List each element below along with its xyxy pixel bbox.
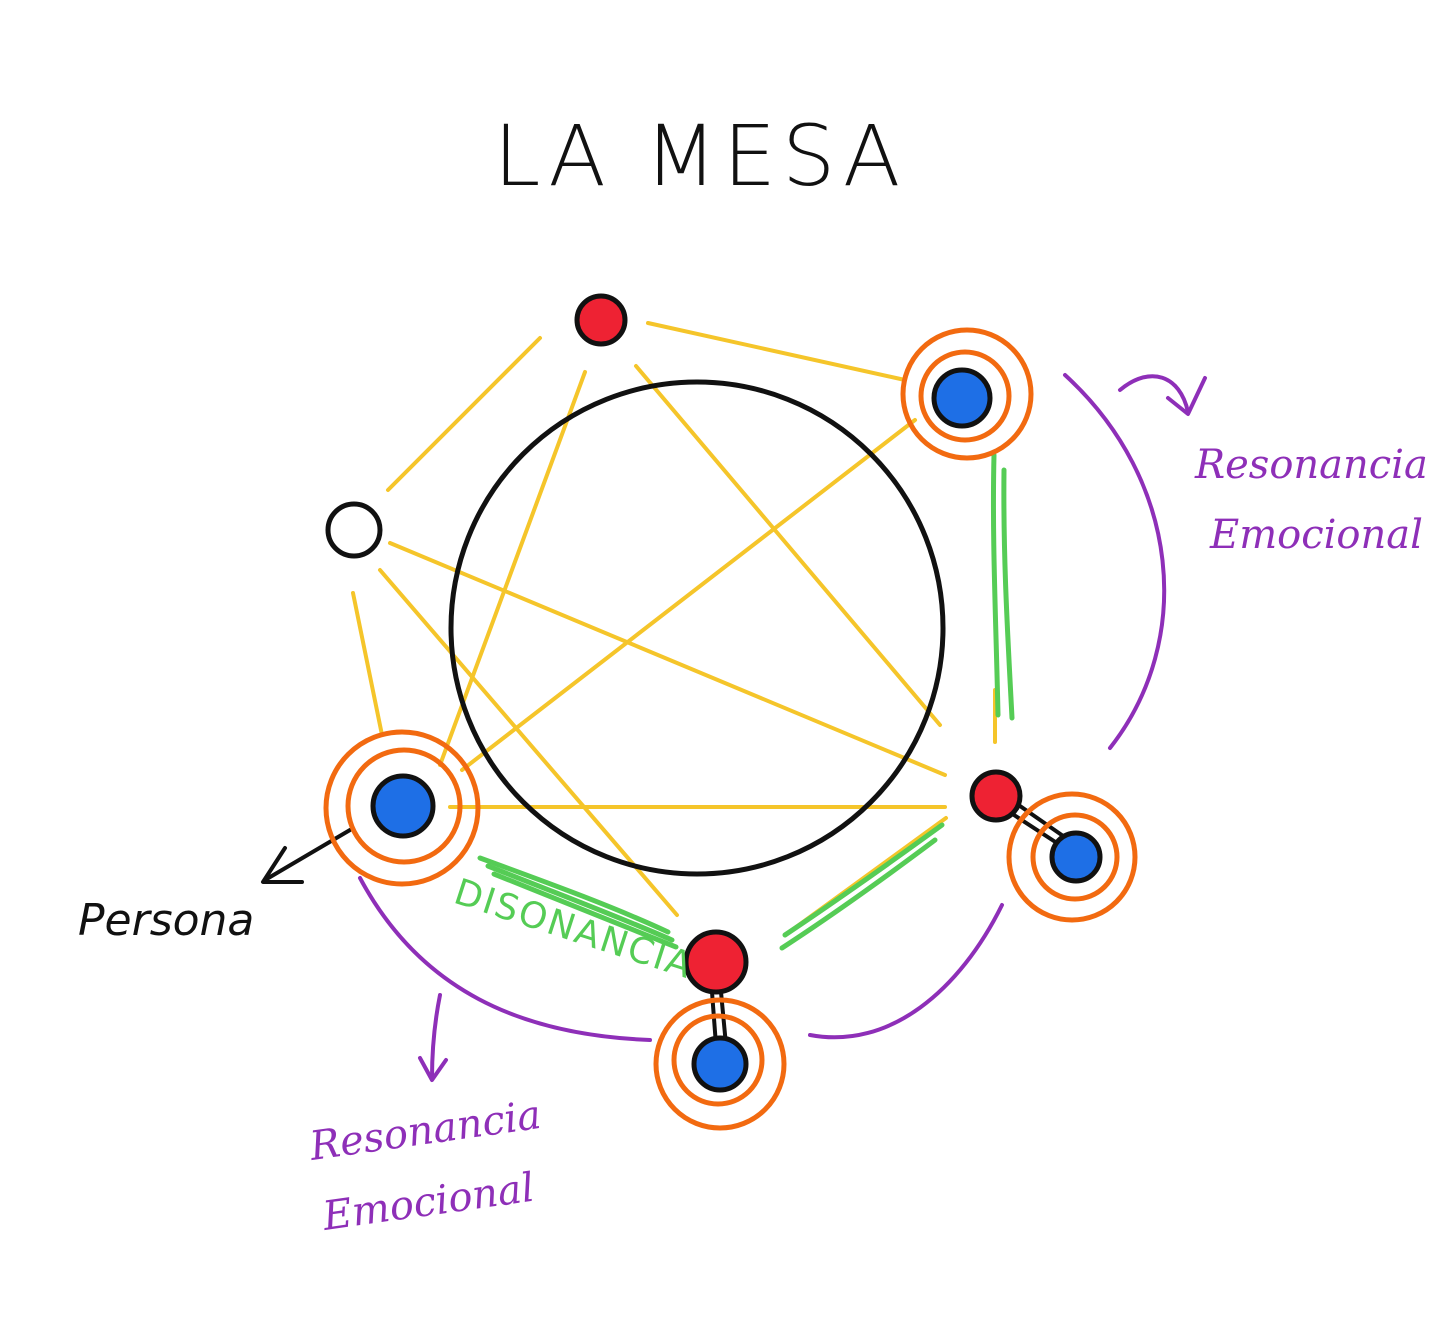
resonance-ring-inner bbox=[918, 349, 1012, 443]
connection-line bbox=[646, 321, 907, 382]
connection-line bbox=[351, 591, 384, 737]
resonance-arcs bbox=[358, 373, 1167, 1042]
connection-line bbox=[378, 568, 679, 917]
dissonance-line-left bbox=[477, 855, 671, 935]
persona-label: Persona bbox=[78, 895, 254, 946]
person-red bbox=[969, 769, 1023, 823]
dissonance-line-bottom bbox=[782, 822, 945, 938]
resonancia-right-line1: Resonancia bbox=[1194, 442, 1428, 488]
diagram-title: LA MESA bbox=[494, 107, 907, 205]
person-red bbox=[683, 929, 749, 995]
arrow-icon bbox=[263, 828, 352, 882]
dissonance-line-bottom bbox=[779, 837, 938, 951]
dissonance-line-left bbox=[491, 871, 679, 950]
arrow-icon bbox=[418, 1056, 448, 1082]
resonancia-right-line2: Emocional bbox=[1209, 512, 1423, 558]
resonancia-bottom-line2: Emocional bbox=[319, 1165, 537, 1240]
resonance-ring-outer bbox=[323, 729, 481, 887]
arrow-icon bbox=[261, 846, 304, 884]
resonance-ring-outer bbox=[653, 997, 787, 1131]
persons bbox=[325, 293, 1103, 1093]
arrow-icon bbox=[1166, 376, 1207, 416]
person-empty bbox=[325, 501, 383, 559]
resonance-ring-inner bbox=[345, 747, 463, 865]
table-circle bbox=[448, 379, 946, 877]
annotation-arrows-purple bbox=[418, 374, 1207, 1082]
dissonance-lines bbox=[477, 452, 1015, 951]
dissonance-line-right bbox=[1001, 467, 1015, 721]
dissonance-line-right bbox=[990, 452, 1001, 718]
persona-arrow bbox=[261, 828, 352, 884]
person-blue bbox=[1049, 830, 1103, 884]
resonance-ring-outer bbox=[1006, 791, 1138, 923]
connection-line bbox=[460, 418, 917, 772]
connection-line bbox=[388, 541, 947, 777]
resonance-arc-bottom-left bbox=[358, 876, 652, 1042]
resonance-rings bbox=[323, 327, 1138, 1131]
person-blue bbox=[691, 1035, 749, 1093]
arrow-icon bbox=[1118, 374, 1190, 414]
resonance-ring-inner bbox=[1030, 812, 1120, 902]
dissonance-line-left bbox=[485, 863, 675, 943]
connection-line bbox=[634, 364, 942, 727]
connection-line bbox=[386, 336, 542, 492]
resonance-ring-inner bbox=[671, 1013, 765, 1107]
resonancia-bottom-line1: Resonancia bbox=[306, 1092, 544, 1170]
arrow-icon bbox=[430, 993, 442, 1080]
person-red bbox=[574, 293, 628, 347]
resonance-arc-right bbox=[1063, 373, 1167, 750]
resonance-arc-bottom-right bbox=[808, 903, 1004, 1040]
resonance-ring-outer bbox=[900, 327, 1034, 461]
person-blue bbox=[370, 773, 436, 839]
person-blue bbox=[931, 367, 993, 429]
